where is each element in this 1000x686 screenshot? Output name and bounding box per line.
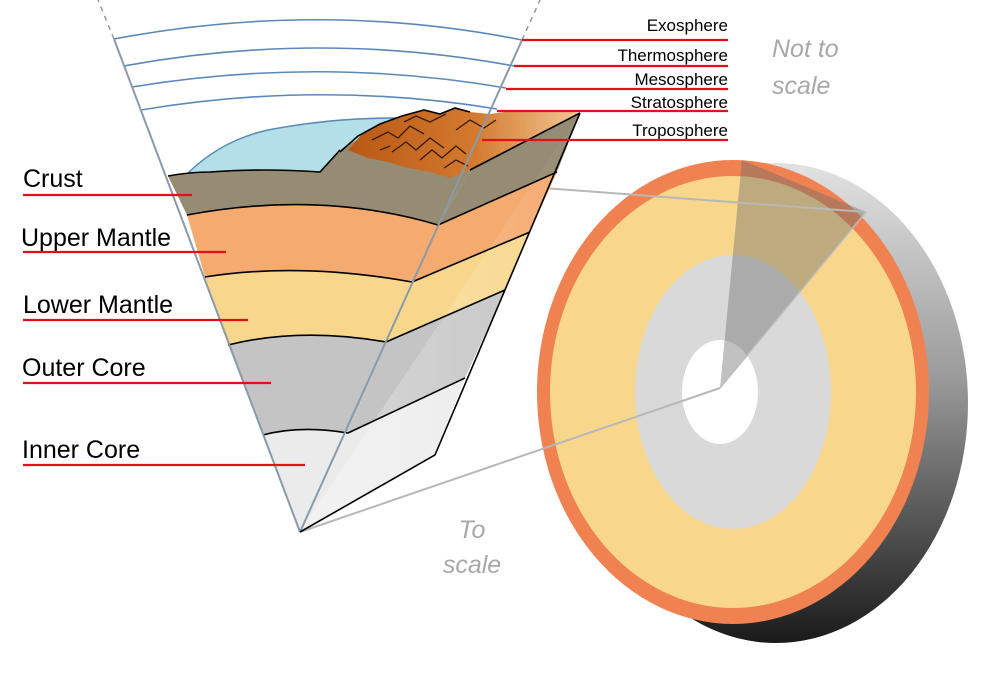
inner-core-front	[263, 429, 348, 532]
label-crust: Crust	[23, 165, 83, 193]
label-troposphere: Troposphere	[632, 121, 728, 140]
label-inner-core: Inner Core	[22, 436, 140, 464]
note-not-to-scale-line1: Not to	[772, 35, 839, 63]
atmosphere-labels: Exosphere Thermosphere Mesosphere Strato…	[482, 16, 728, 142]
wedge-right-edge	[299, 112, 581, 533]
label-exosphere: Exosphere	[647, 16, 728, 35]
wedge-top-edge	[469, 112, 581, 171]
projection-line-bottom	[299, 387, 721, 533]
lower-mantle-front	[205, 270, 412, 345]
upper-mantle-front	[187, 204, 438, 282]
wedge-cross-section	[97, 0, 581, 533]
label-stratosphere: Stratosphere	[631, 93, 728, 112]
wedge-left-dash	[97, 0, 115, 40]
outer-core-front	[228, 335, 386, 435]
label-mesosphere: Mesosphere	[634, 70, 728, 89]
mountain-outline	[339, 107, 471, 153]
label-lower-mantle: Lower Mantle	[23, 291, 173, 319]
note-to-scale-line1: To	[459, 516, 486, 544]
note-to-scale-line2: scale	[443, 551, 501, 579]
sphere-cross-section	[299, 160, 968, 643]
layer-labels: Crust Upper Mantle Lower Mantle Outer Co…	[21, 165, 305, 467]
boundary-crust-mantle	[186, 171, 558, 226]
atmosphere-arc-3	[131, 70, 507, 89]
note-not-to-scale-line2: scale	[772, 72, 830, 100]
boundary-mantle-core	[227, 289, 506, 346]
atmosphere-arc-2	[123, 47, 515, 67]
label-outer-core: Outer Core	[22, 354, 146, 382]
mountain-ridges	[371, 113, 497, 169]
boundary-outer-inner	[262, 377, 466, 436]
sphere-wedge-edge	[719, 211, 867, 389]
sphere-wedge	[720, 160, 866, 388]
boundary-upper-lower	[204, 231, 531, 283]
scale-notes: Not to scale To scale	[443, 35, 839, 579]
mountain-range	[348, 108, 580, 178]
upper-mantle-side	[412, 172, 557, 282]
atmosphere-arc-4	[140, 93, 498, 111]
label-upper-mantle: Upper Mantle	[21, 224, 171, 252]
boundary-crust-top	[167, 149, 341, 177]
label-thermosphere: Thermosphere	[617, 46, 728, 65]
wedge-left-edge	[113, 38, 301, 533]
side-highlight	[300, 113, 580, 532]
atmosphere-arc-1	[113, 18, 523, 41]
wedge-center-dash	[521, 0, 541, 41]
wedge-center-edge	[299, 39, 523, 533]
